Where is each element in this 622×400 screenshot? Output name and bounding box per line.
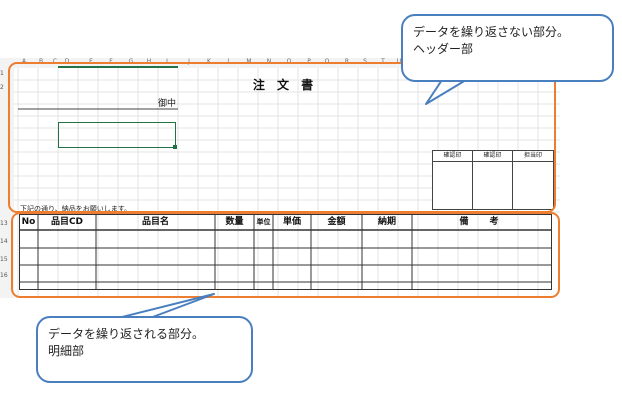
document-title: 注 文 書 [252,78,318,92]
recipient-suffix: 御中 [158,99,177,109]
column-header-u[interactable]: U [396,58,402,65]
column-header-q[interactable]: Q [324,58,330,65]
column-header-b[interactable]: B [38,58,44,65]
selected-cell[interactable] [58,122,176,148]
column-header-o[interactable]: O [286,58,292,65]
row-header-14[interactable]: 14 [0,238,8,245]
stamp-table: 確認印 確認印 担当印 [432,150,554,210]
column-header-r[interactable]: R [344,58,350,65]
column-header-f[interactable]: F [109,58,113,65]
column-header-g[interactable]: G [128,58,134,65]
row-header-13[interactable]: 13 [0,220,8,227]
col-item-name: 品目名 [141,217,169,227]
column-header-a[interactable]: A [21,58,27,65]
column-header-c[interactable]: C [52,58,58,65]
column-header-s[interactable]: S [363,58,367,65]
column-header-k[interactable]: K [207,58,211,65]
detail-callout-text: データを繰り返される部分。 明細部 [48,327,205,358]
instruction-note: 下記の通り、納品をお願いします。 [20,205,132,213]
column-header-n[interactable]: N [266,58,272,65]
column-header-l[interactable]: L [227,58,231,65]
col-item-code: 品目CD [50,217,84,227]
row-header-1[interactable]: 1 [0,70,4,77]
column-header-m[interactable]: M [246,58,252,65]
col-remarks: 備 考 [459,217,505,227]
row-header-16[interactable]: 16 [0,272,8,279]
stamp-label: 担当印 [513,151,553,162]
column-header-h[interactable]: H [146,58,152,65]
stamp-box-confirm-2: 確認印 [473,151,513,209]
detail-table-lines [19,214,552,290]
col-delivery-date: 納期 [377,217,396,227]
stamp-box-person: 担当印 [513,151,553,209]
column-header-d[interactable]: D [64,58,70,65]
col-quantity: 数量 [225,217,244,227]
fill-handle[interactable] [173,145,177,149]
stamp-label: 確認印 [473,151,512,162]
detail-callout: データを繰り返される部分。 明細部 [36,316,253,383]
col-no: No [21,217,36,227]
column-header-p[interactable]: P [307,58,311,65]
stamp-box-confirm-1: 確認印 [433,151,473,209]
detail-table: No 品目CD 品目名 数量 単位 単価 金額 納期 備 考 [19,214,552,290]
header-callout: データを繰り返さない部分。 ヘッダー部 [401,14,614,82]
column-header-i[interactable]: I [166,58,168,65]
row-header-2[interactable]: 2 [0,84,4,91]
col-amount: 金額 [327,217,346,227]
header-callout-text: データを繰り返さない部分。 ヘッダー部 [413,25,570,56]
col-unit: 単位 [256,218,271,226]
column-header-e[interactable]: E [89,58,93,65]
row-header-15[interactable]: 15 [0,256,8,263]
col-unit-price: 単価 [282,217,301,227]
column-header-j[interactable]: J [188,58,190,65]
detail-region-highlight [11,212,560,298]
stamp-label: 確認印 [433,151,472,162]
column-header-t[interactable]: T [381,58,385,65]
